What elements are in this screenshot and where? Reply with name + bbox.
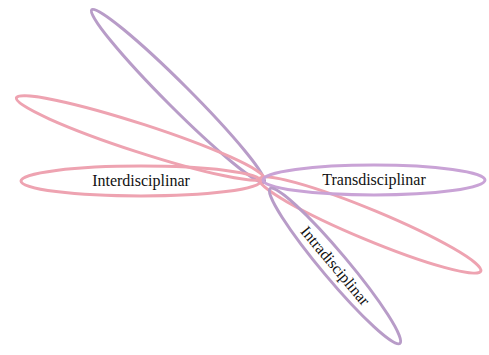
petal-node: Transdisciplinar: [261, 163, 487, 197]
pink-petal: [12, 85, 268, 192]
petal-node: Interdisciplinar: [19, 164, 263, 198]
petal-label: Interdisciplinar: [92, 172, 190, 190]
petal-label: Intradisciplinar: [297, 223, 373, 309]
petal-ellipse: [263, 165, 485, 195]
petal-label: Transdisciplinar: [322, 171, 425, 189]
petal-ellipse: [260, 180, 410, 351]
petal-node: Intradisciplinar: [257, 177, 412, 354]
petal-ellipse: [21, 166, 261, 196]
